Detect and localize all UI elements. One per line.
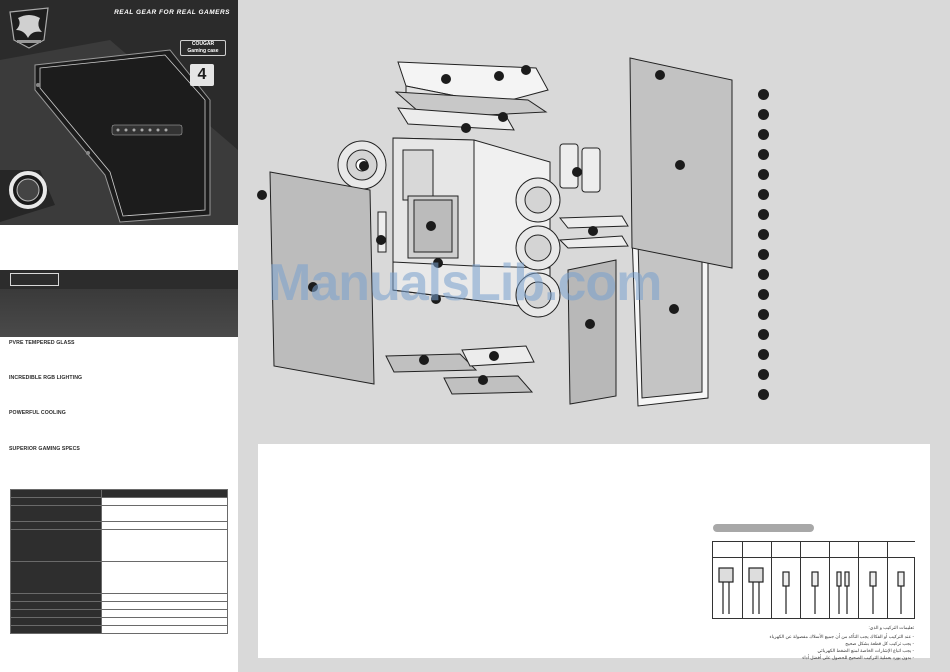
legend-marker [758,249,769,260]
brand-badge-title: COUGAR [191,41,215,47]
table-row [10,617,228,626]
spec-value [101,609,228,618]
spec-value [101,593,228,602]
connector-table [712,541,915,619]
spec-value [101,497,228,506]
legend-marker [758,269,769,280]
table-row [10,521,228,530]
feature-gaming-specs: SUPERIOR GAMING SPECS [9,446,80,452]
connector-column [743,542,772,618]
spec-value [101,505,228,522]
legend-marker [758,309,769,320]
connector-column [859,542,888,618]
spec-key [10,609,102,618]
spec-key [10,521,102,530]
spec-key [10,625,102,634]
notes-title: تعليمات التركيب و الذي: [868,625,914,630]
table-row [10,625,228,634]
spec-key [10,593,102,602]
spec-key [10,561,102,594]
feature-cooling: POWERFUL COOLING [9,410,66,416]
spec-value [101,529,228,562]
legend-marker [758,329,769,340]
feature-rgb-lighting: INCREDIBLE RGB LIGHTING [9,375,83,381]
spec-value [101,521,228,530]
spec-value [101,625,228,634]
notes-line: - عند التركيب أو الفكاك يجب التأكد من أن… [769,634,914,639]
dark-band-box [10,273,59,286]
tagline: REAL GEAR FOR REAL GAMERS [114,9,230,16]
model-number-badge: 4 [190,64,214,86]
left-glass-panel [269,171,375,385]
spec-key [10,497,102,506]
legend-marker [758,169,769,180]
front-mesh [567,259,617,405]
watermark: ManualsLib.com [268,254,662,312]
notes-line: - يجب اتباع الإشارات الخاصة لمنع الضغط ا… [817,648,914,653]
notes-line: - يجب تركيب كل قطعة بشكل صحيح [845,641,914,646]
case-illustration [0,40,238,225]
spec-key [10,489,102,498]
legend-marker [758,289,769,300]
legend-marker [758,149,769,160]
dark-band [0,270,238,289]
cougar-logo-icon [9,7,49,49]
legend-marker [758,129,769,140]
connector-column [888,542,915,618]
legend-marker [758,209,769,220]
table-row [10,593,228,602]
spec-value [101,489,228,498]
legend-marker [758,389,769,400]
legend-marker [758,229,769,240]
product-info-column: REAL GEAR FOR REAL GAMERS COUGAR Gaming … [0,0,238,672]
table-row [10,561,228,594]
connector-drawings [718,567,905,614]
exploded-case-diagram [257,57,733,407]
top-panel [397,61,549,105]
table-row [10,529,228,562]
connector-column [772,542,801,618]
legend-marker [758,369,769,380]
notes-header-bar [713,524,814,532]
table-row [10,489,228,498]
legend-marker [758,189,769,200]
connector-column [801,542,830,618]
gradient-band [0,289,238,337]
spec-key [10,617,102,626]
table-row [10,497,228,506]
spec-value [101,561,228,594]
connector-column [830,542,859,618]
spec-value [101,617,228,626]
legend-marker [758,349,769,360]
hero-banner: REAL GEAR FOR REAL GAMERS COUGAR Gaming … [0,0,238,225]
brand-badge: COUGAR Gaming case [180,40,226,56]
legend-marker [758,109,769,120]
notes-line: - بدون يورد بعملية التركيب الصحيح للحصول… [802,655,914,660]
feature-tempered-glass: PVRE TEMPERED GLASS [9,340,75,346]
table-row [10,505,228,522]
table-row [10,601,228,610]
legend-marker [758,89,769,100]
blank-band [0,225,238,270]
brand-badge-subtitle: Gaming case [187,48,219,54]
spec-table [10,489,228,634]
connector-column [713,542,743,618]
spec-key [10,529,102,562]
spec-value [101,601,228,610]
table-row [10,609,228,618]
spec-key [10,601,102,610]
spec-key [10,505,102,522]
